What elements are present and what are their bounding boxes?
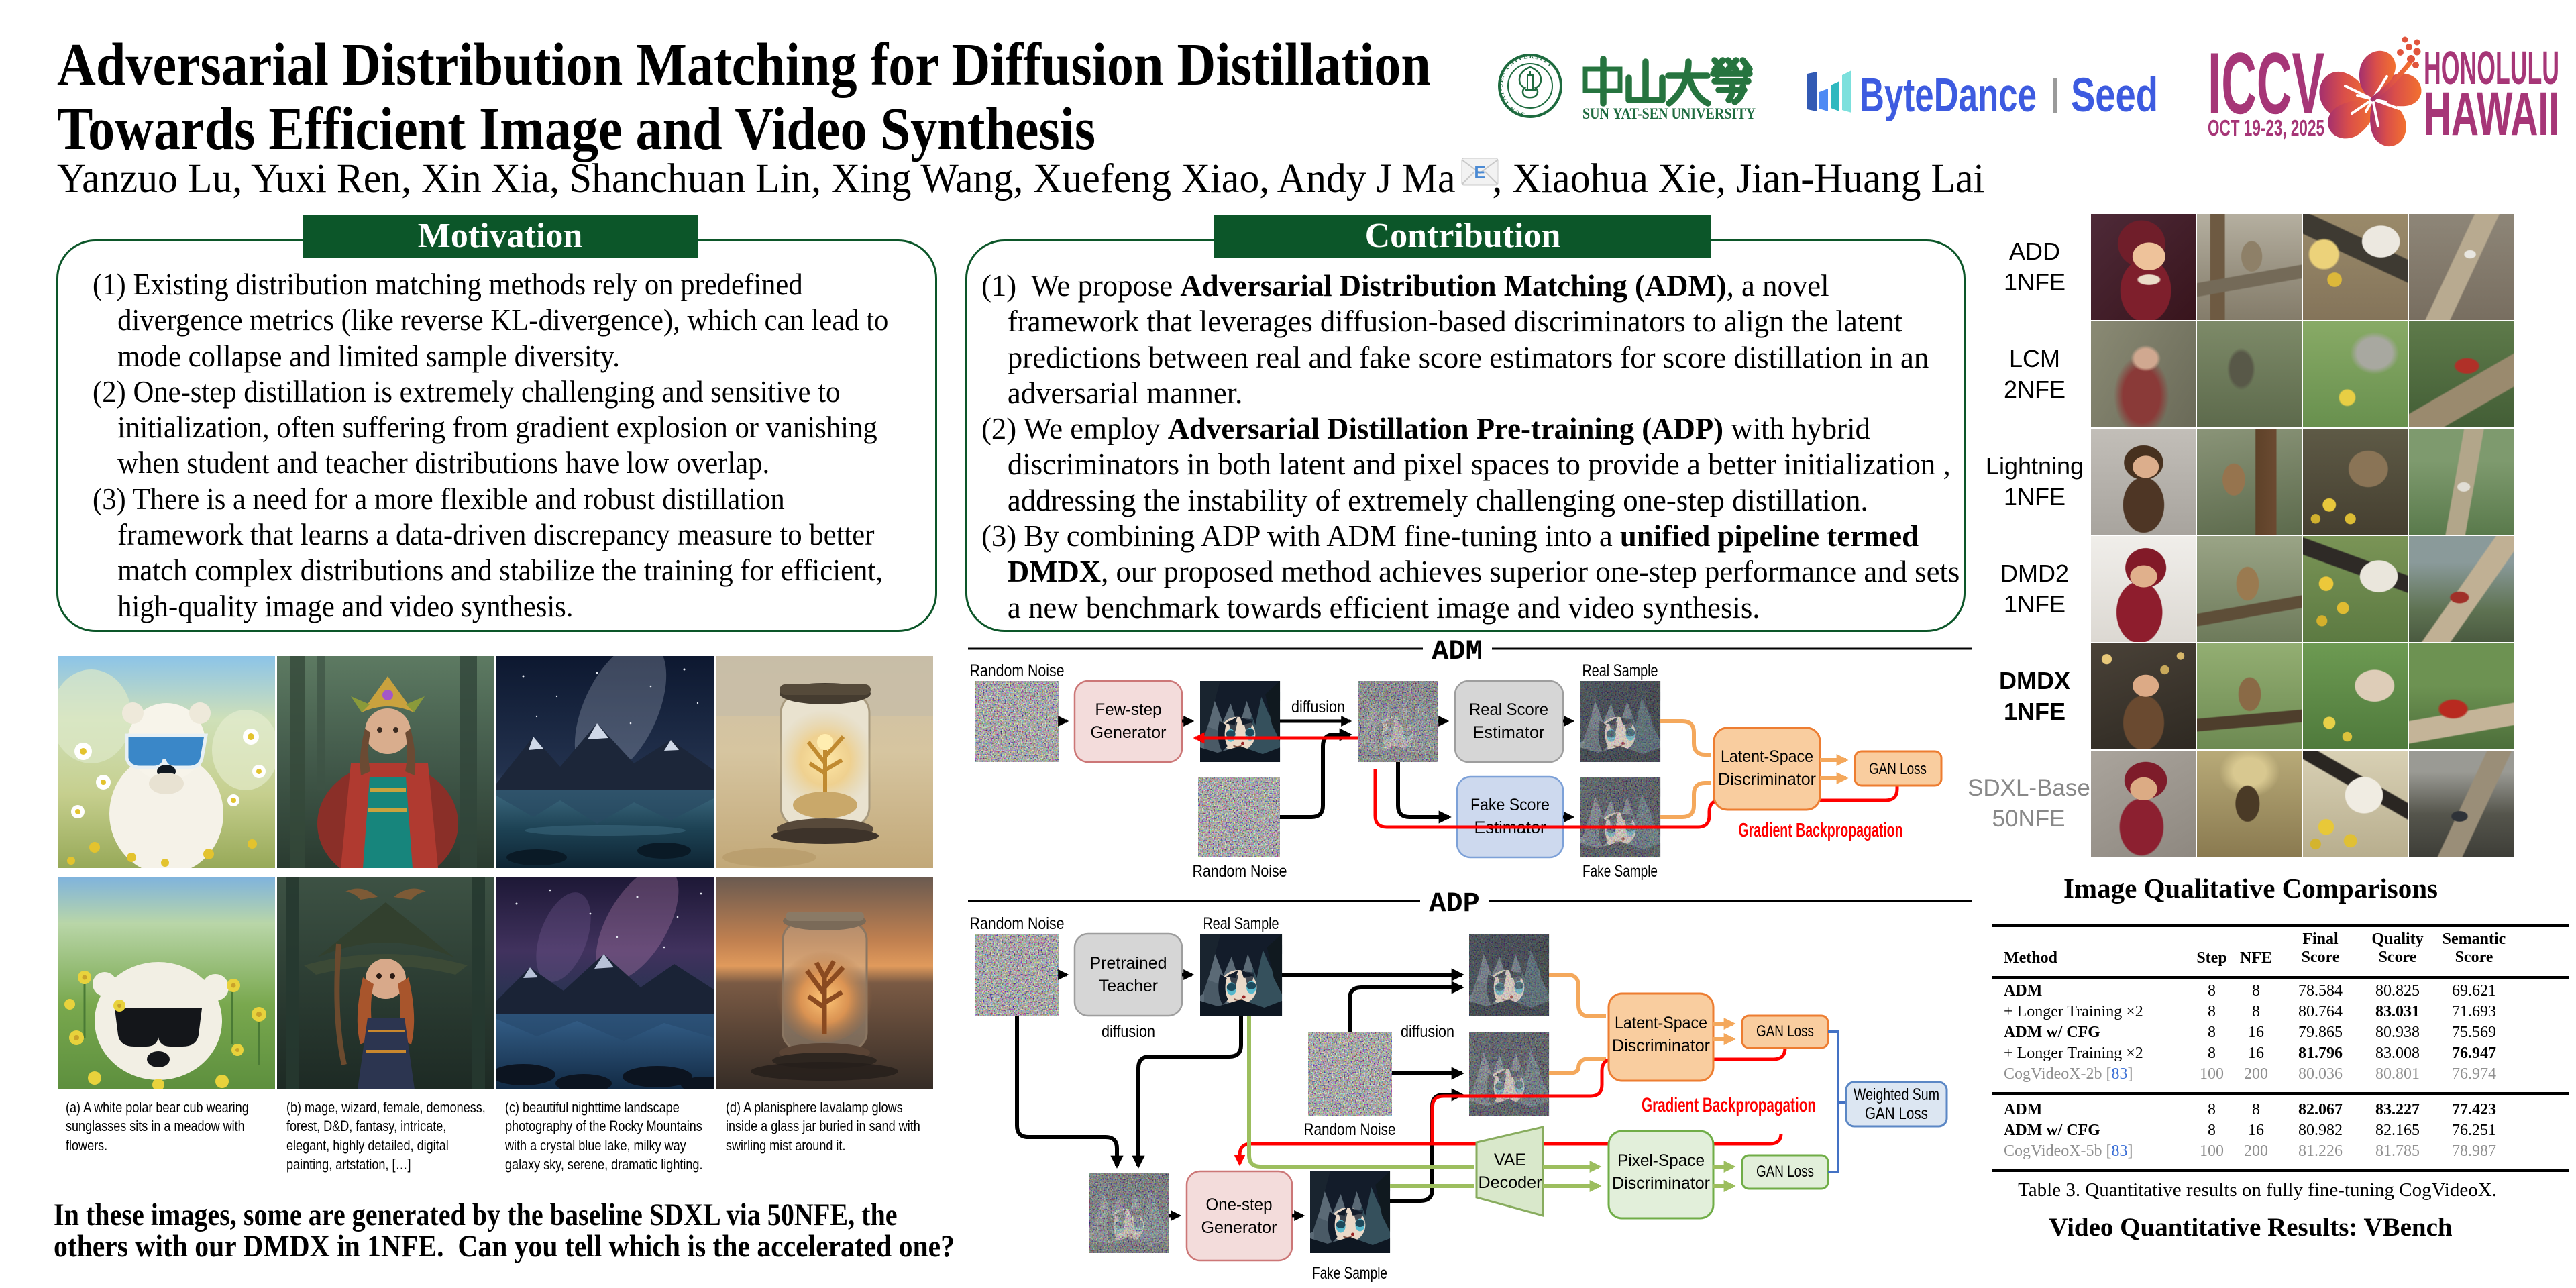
- svg-text:Real Score: Real Score: [1469, 700, 1548, 719]
- svg-text:Fake Sample: Fake Sample: [1582, 862, 1658, 881]
- svg-text:Discriminator: Discriminator: [1612, 1174, 1710, 1193]
- svg-text:Random Noise: Random Noise: [1304, 1120, 1396, 1139]
- svg-text:Decoder: Decoder: [1479, 1173, 1542, 1192]
- svg-text:Weighted Sum: Weighted Sum: [1854, 1085, 1939, 1104]
- svg-text:Few-step: Few-step: [1095, 700, 1162, 719]
- svg-text:GAN Loss: GAN Loss: [1756, 1022, 1814, 1040]
- svg-text:Pretrained: Pretrained: [1090, 954, 1167, 973]
- svg-text:OCT 19-23, 2025: OCT 19-23, 2025: [2208, 115, 2324, 140]
- svg-text:HAWAII: HAWAII: [2424, 80, 2559, 148]
- svg-text:HONOLULU: HONOLULU: [2424, 42, 2559, 94]
- svg-text:GAN Loss: GAN Loss: [1756, 1163, 1814, 1181]
- svg-text:Latent-Space: Latent-Space: [1615, 1014, 1707, 1032]
- svg-text:Latent-Space: Latent-Space: [1721, 747, 1813, 766]
- svg-text:Estimator: Estimator: [1473, 723, 1545, 742]
- svg-text:One-step: One-step: [1206, 1195, 1273, 1214]
- svg-text:GAN Loss: GAN Loss: [1865, 1104, 1928, 1123]
- svg-text:Random Noise: Random Noise: [1193, 862, 1287, 881]
- svg-text:diffusion: diffusion: [1102, 1022, 1155, 1041]
- svg-text:Generator: Generator: [1201, 1218, 1277, 1237]
- svg-text:diffusion: diffusion: [1401, 1022, 1454, 1041]
- svg-text:Pixel-Space: Pixel-Space: [1617, 1151, 1705, 1170]
- svg-text:Real Sample: Real Sample: [1203, 914, 1279, 933]
- svg-text:Gradient Backpropagation: Gradient Backpropagation: [1739, 820, 1903, 841]
- svg-text:ICCV: ICCV: [2208, 34, 2324, 132]
- svg-text:Generator: Generator: [1091, 723, 1167, 742]
- svg-text:Seed: Seed: [2071, 69, 2158, 122]
- svg-text:Fake Sample: Fake Sample: [1312, 1264, 1387, 1283]
- svg-text:Gradient Backpropagation: Gradient Backpropagation: [1642, 1094, 1816, 1116]
- svg-text:VAE: VAE: [1494, 1150, 1526, 1169]
- svg-text:Discriminator: Discriminator: [1718, 770, 1816, 789]
- svg-text:SUN YAT-SEN UNIVERSITY: SUN YAT-SEN UNIVERSITY: [1582, 105, 1756, 122]
- svg-text:ADM: ADM: [1432, 635, 1483, 667]
- svg-text:Discriminator: Discriminator: [1612, 1036, 1710, 1055]
- svg-text:Fake Score: Fake Score: [1470, 796, 1550, 814]
- svg-text:E: E: [1474, 162, 1485, 182]
- svg-text:Teacher: Teacher: [1099, 977, 1158, 996]
- svg-text:GAN Loss: GAN Loss: [1869, 760, 1927, 778]
- svg-text:Real Sample: Real Sample: [1582, 661, 1658, 680]
- svg-text:Random Noise: Random Noise: [970, 914, 1065, 933]
- svg-text:ByteDance: ByteDance: [1860, 69, 2037, 122]
- svg-text:diffusion: diffusion: [1291, 698, 1345, 716]
- svg-text:ADP: ADP: [1429, 888, 1480, 920]
- svg-text:Random Noise: Random Noise: [970, 661, 1065, 680]
